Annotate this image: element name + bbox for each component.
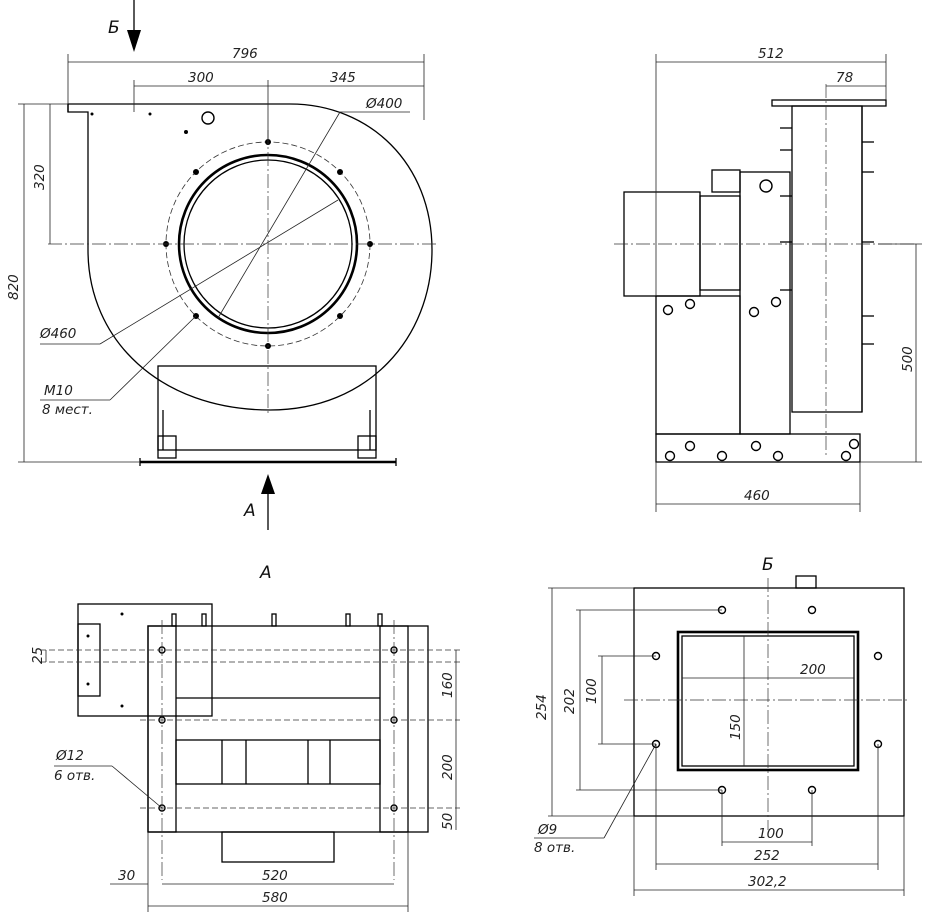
dim-hole-9-count: 8 отв. xyxy=(534,840,575,856)
dim-hole-9: Ø9 xyxy=(537,822,557,838)
dim-345: 345 xyxy=(330,70,356,86)
view-a-arrow-label: А xyxy=(243,501,256,521)
dim-200-inner: 200 xyxy=(800,662,826,678)
view-b-title: Б xyxy=(762,555,774,575)
dim-820: 820 xyxy=(6,274,22,300)
dim-460: 460 xyxy=(744,488,770,504)
front-view: Б А xyxy=(6,0,438,530)
dim-302: 302,2 xyxy=(748,874,787,890)
fan-housing-outline xyxy=(67,103,433,411)
dim-hole-12-count: 6 отв. xyxy=(54,768,95,784)
bolt-count-label: 8 мест. xyxy=(42,402,93,418)
view-a-title: А xyxy=(259,563,272,583)
dim-50: 50 xyxy=(440,813,456,830)
bolt-thread-label: M10 xyxy=(44,383,73,399)
dim-outlet-diameter: Ø400 xyxy=(365,96,402,112)
dim-hole-12: Ø12 xyxy=(55,748,84,764)
dim-100-vert: 100 xyxy=(584,678,600,704)
view-b-arrow-label: Б xyxy=(108,18,120,38)
dim-200: 200 xyxy=(440,754,456,780)
dim-796: 796 xyxy=(232,46,258,62)
dim-78: 78 xyxy=(836,70,853,86)
dim-320: 320 xyxy=(32,164,48,190)
dim-100-horz: 100 xyxy=(758,826,784,842)
dim-25: 25 xyxy=(30,647,46,664)
side-view: 512 78 500 460 xyxy=(614,46,922,512)
dim-30: 30 xyxy=(118,868,135,884)
view-a: А xyxy=(30,563,460,912)
dim-300: 300 xyxy=(188,70,214,86)
dim-flange-diameter: Ø460 xyxy=(39,326,76,342)
dim-254: 254 xyxy=(534,694,550,720)
view-b: Б 254 202 100 200 150 xyxy=(534,555,910,896)
dim-500: 500 xyxy=(900,346,916,372)
housing-hole-icon xyxy=(201,111,215,125)
dim-252: 252 xyxy=(754,848,780,864)
dim-580: 580 xyxy=(262,890,288,906)
dim-150-inner: 150 xyxy=(728,714,744,740)
dim-160: 160 xyxy=(440,672,456,698)
dim-512: 512 xyxy=(758,46,784,62)
dim-520: 520 xyxy=(262,868,288,884)
dim-202: 202 xyxy=(562,688,578,714)
